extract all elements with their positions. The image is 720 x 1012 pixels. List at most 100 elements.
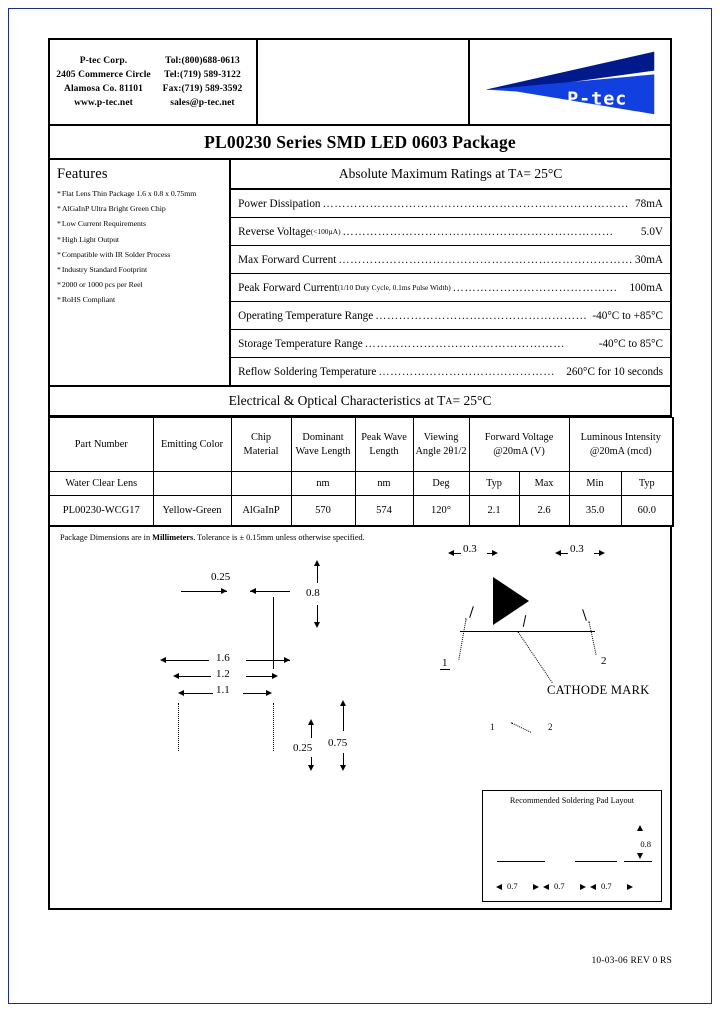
company-website: www.p-tec.net — [74, 97, 133, 108]
col-header-forward-voltage: Forward Voltage @20mA (V) — [468, 417, 570, 472]
left-dim-0-75: 0.75 — [328, 736, 348, 749]
rating-row: Peak Forward Current(1/10 Duty Cycle, 0.… — [231, 274, 670, 302]
arrow-right-icon — [580, 883, 586, 890]
ratings-heading-post: = 25°C — [523, 166, 563, 181]
data-cell-vf-max: 2.6 — [518, 495, 570, 527]
units-cell — [152, 471, 232, 496]
rating-label: Storage Temperature Range — [238, 337, 363, 350]
rating-label: Max Forward Current — [238, 253, 337, 266]
units-cell: nm — [290, 471, 356, 496]
rating-sublabel: (1/10 Duty Cycle, 0.1ms Pulse Width) — [337, 283, 451, 292]
dim-line-0-3-right-b — [594, 552, 602, 554]
datasheet-sheet: P-tec Corp. Tol:(800)688-0613 2405 Comme… — [48, 38, 675, 966]
dim-line-0-25b-lower — [311, 756, 312, 767]
rating-label: Reverse Voltage — [238, 225, 311, 238]
body-edge-line — [273, 596, 274, 669]
col-header-viewing-angle: Viewing Angle 2θ1/2 — [412, 417, 470, 472]
company-city-state: Alamosa Co. 81101 — [63, 84, 144, 94]
electrical-heading: Electrical & Optical Characteristics at … — [48, 387, 672, 417]
col-header-emitting-color: Emitting Color — [152, 417, 232, 472]
col-header-chip-material: Chip Material — [230, 417, 292, 472]
data-cell-part-number: PL00230-WCG17 — [48, 495, 154, 527]
dim-line-0-25b-upper — [311, 723, 312, 738]
leader-tick-2 — [582, 608, 587, 621]
left-dim-1-6: 1.6 — [216, 651, 230, 664]
arrow-up-icon — [314, 559, 320, 566]
table-header-row: Part Number Emitting Color Chip Material… — [48, 417, 675, 472]
dim-line-0-3-right-a — [560, 552, 568, 554]
arrow-left-icon — [496, 883, 502, 890]
dimension-note-pre: Package Dimensions are in — [60, 532, 153, 542]
pad-line-3 — [624, 860, 652, 862]
dimension-note-bold: Millimeters — [152, 532, 194, 542]
data-cell-iv-min: 35.0 — [568, 495, 622, 527]
header: P-tec Corp. Tol:(800)688-0613 2405 Comme… — [48, 38, 672, 126]
dim-line-0-8-upper — [317, 564, 318, 583]
company-fax: Fax:(719) 589-3592 — [162, 84, 243, 94]
rating-row: Operating Temperature Range ………………………………… — [231, 302, 670, 330]
pad-dim-0-8: 0.8 — [640, 838, 651, 849]
ratings-heading-sub: A — [516, 168, 524, 180]
rating-value: 100mA — [629, 281, 663, 294]
dimension-note: Package Dimensions are in Millimeters. T… — [60, 533, 365, 542]
col-header-dominant-wavelength: Dominant Wave Length — [290, 417, 356, 472]
package-outline-left — [178, 702, 179, 751]
dim-line-0-3-left-a — [453, 552, 461, 554]
feature-item: Flat Lens Thin Package 1.6 x 0.8 x 0.75m… — [57, 186, 222, 201]
table-units-row: Water Clear Lens nm nm Deg Typ Max Min T… — [48, 471, 675, 496]
right-dim-0-3-right: 0.3 — [570, 542, 584, 555]
company-contact-block: P-tec Corp. Tol:(800)688-0613 2405 Comme… — [50, 40, 258, 124]
table-row: PL00230-WCG17 Yellow-Green AlGaInP 570 5… — [48, 495, 675, 527]
rating-value: 78mA — [635, 197, 663, 210]
arrow-down-icon — [340, 764, 346, 771]
footer-revision: 10-03-06 REV 0 RS — [591, 956, 672, 966]
arrow-down-icon — [314, 621, 320, 628]
units-cell: Typ — [620, 471, 675, 496]
units-cell — [230, 471, 292, 496]
soldering-pad-layout-box: Recommended Soldering Pad Layout 0.8 0.7… — [482, 789, 662, 902]
device-baseline — [460, 630, 595, 632]
features-and-ratings: Features Flat Lens Thin Package 1.6 x 0.… — [48, 160, 672, 387]
col-header-part-number: Part Number — [48, 417, 154, 472]
data-cell-vf-typ: 2.1 — [468, 495, 520, 527]
data-cell-dominant-wavelength: 570 — [290, 495, 356, 527]
rating-row: Reflow Soldering Temperature ……………………………… — [231, 358, 670, 385]
dim-line-0-3-left-b — [487, 552, 495, 554]
rating-row: Storage Temperature Range ……………………………………… — [231, 330, 670, 358]
ratings-heading-pre: Absolute Maximum Ratings at T — [338, 166, 517, 181]
feature-item: Low Current Requirements — [57, 216, 222, 231]
arrow-left-icon — [178, 689, 184, 696]
leader-line-pin2 — [588, 620, 597, 655]
rating-label: Peak Forward Current — [238, 281, 338, 294]
rating-value: 30mA — [635, 253, 663, 266]
features-panel: Features Flat Lens Thin Package 1.6 x 0.… — [50, 160, 232, 385]
arrow-up-icon — [340, 699, 346, 706]
page-title: PL00230 Series SMD LED 0603 Package — [48, 126, 672, 160]
cathode-mark-label: CATHODE MARK — [547, 682, 650, 697]
leader-line-pin1 — [458, 617, 467, 660]
leader-dots: ………………………………………………………………… — [338, 253, 634, 266]
rating-value: 5.0V — [640, 225, 663, 238]
left-dim-0-25-bottom: 0.25 — [293, 741, 313, 754]
arrow-left-icon — [555, 549, 561, 556]
data-cell-chip-material: AlGaInP — [230, 495, 292, 527]
dim-line-1-6-right — [246, 659, 290, 661]
feature-item: Compatible with IR Solder Process — [57, 247, 222, 262]
left-dim-0-8: 0.8 — [306, 586, 320, 599]
small-leader-line — [510, 721, 532, 733]
dim-line-0-25-left — [181, 590, 227, 592]
pin-label-small-1: 1 — [490, 721, 495, 732]
company-tel: Tel:(719) 589-3122 — [164, 70, 241, 81]
arrow-right-icon — [492, 549, 498, 556]
arrow-up-icon — [637, 824, 643, 831]
pin-label-small-2: 2 — [548, 721, 553, 732]
dim-line-0-75-upper — [343, 704, 344, 731]
rating-label: Reflow Soldering Temperature — [238, 365, 377, 378]
dim-line-1-2-left — [178, 675, 211, 677]
data-cell-viewing-angle: 120° — [412, 495, 470, 527]
data-cell-emitting-color: Yellow-Green — [152, 495, 232, 527]
units-cell: nm — [354, 471, 414, 496]
company-tollfree: Tol:(800)688-0613 — [165, 56, 240, 67]
leader-dots: ……………………………………… — [378, 365, 556, 378]
